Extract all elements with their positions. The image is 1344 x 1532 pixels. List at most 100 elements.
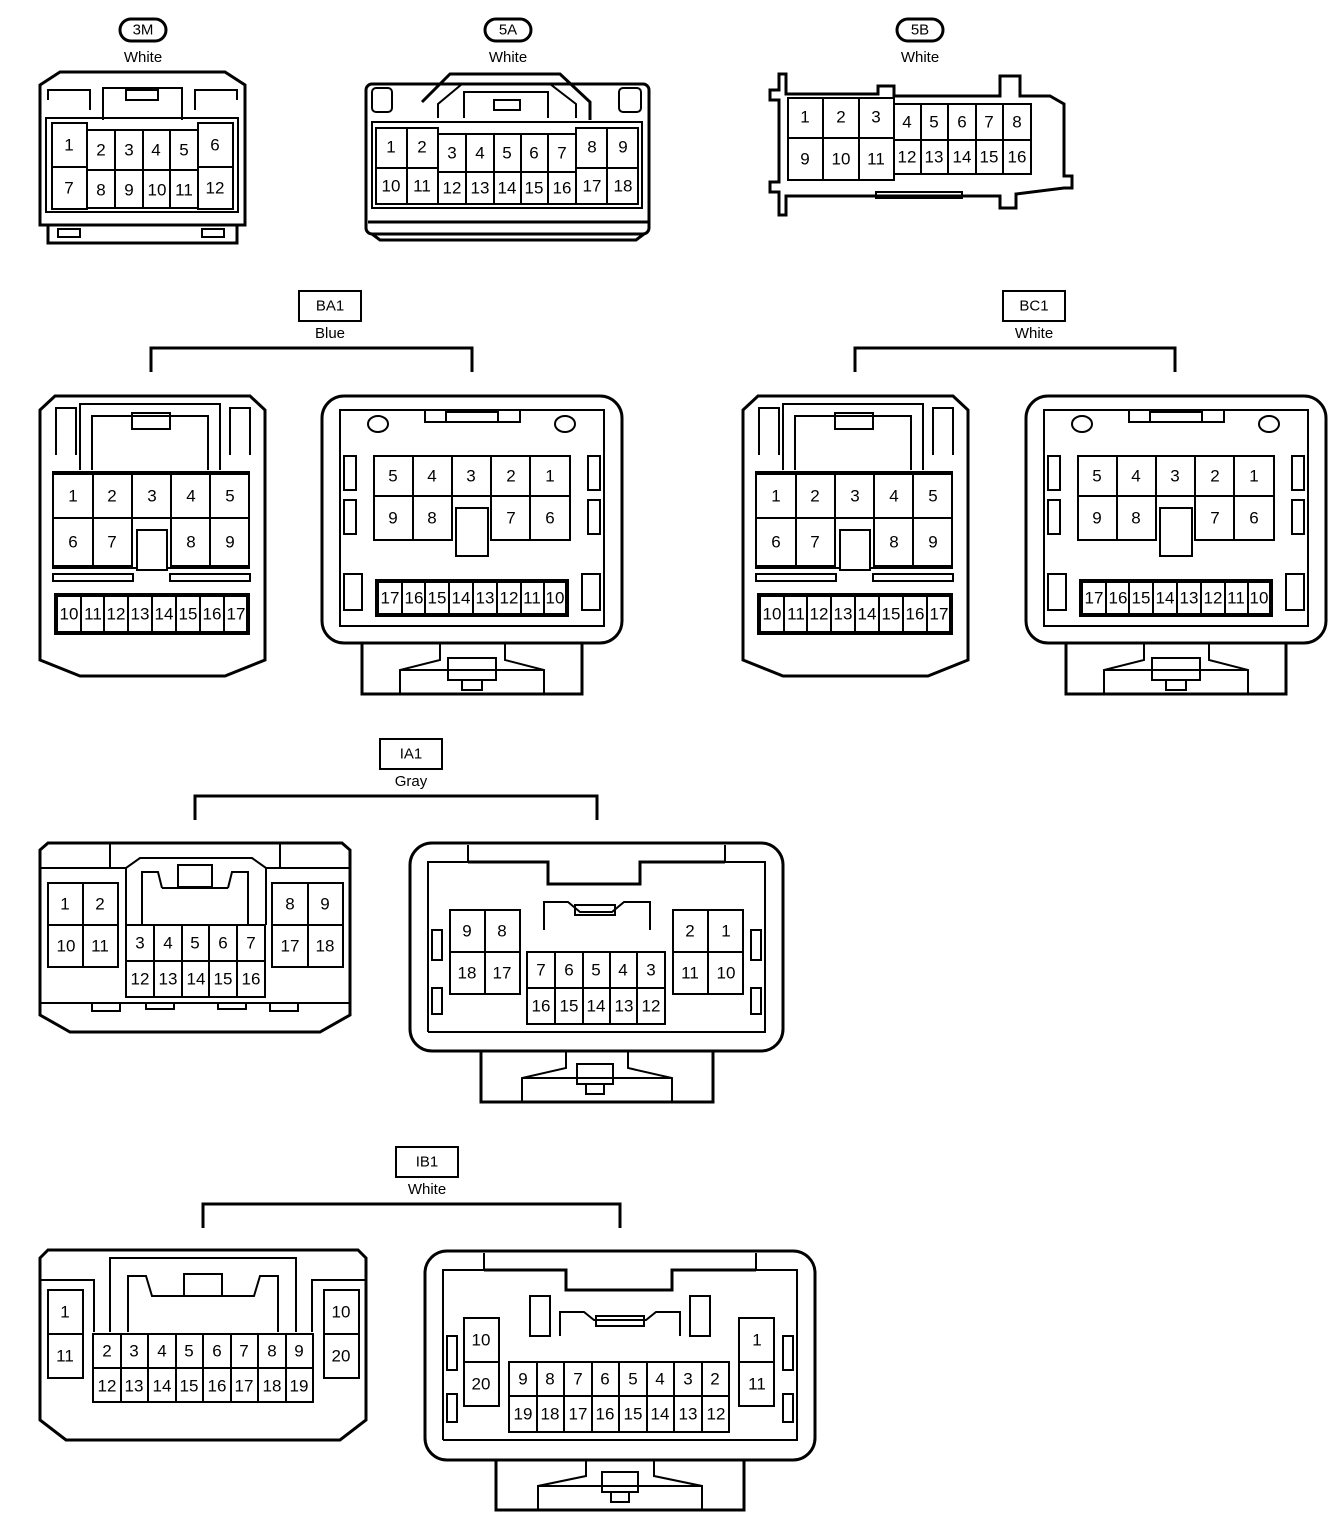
pin-label: 2 [710,1370,719,1389]
pin-label: 5 [591,961,600,980]
pin-label: 2 [685,922,694,941]
connector-color: White [124,49,162,66]
pin-label: 8 [545,1370,554,1389]
pin-label: 7 [506,509,515,528]
connector-ba1-female: 5 4 3 2 1 9 8 7 6 17 16 15 14 13 12 11 1… [320,394,624,696]
pin-label: 4 [151,141,160,160]
pin-label: 9 [124,181,133,200]
pin-label: 2 [836,108,845,127]
pin-label: 6 [212,1342,221,1361]
pin-label: 5 [184,1342,193,1361]
pin-grid: 1 2 10 11 8 9 17 18 3 4 5 6 7 12 13 14 1… [47,882,344,998]
pin-label: 6 [600,1370,609,1389]
pin-label: 13 [834,605,853,624]
pin-label: 10 [472,1331,491,1350]
pin-label: 4 [427,467,436,486]
pin-label: 1 [800,108,809,127]
pin-label: 5 [1092,467,1101,486]
pin-label: 7 [107,533,116,552]
pin-label: 12 [1204,589,1223,608]
pin-label: 7 [64,179,73,198]
connector-housing [320,394,624,645]
connector-bc1-male: 1 2 3 4 5 6 7 8 9 10 11 12 13 14 15 16 1… [741,394,970,678]
pin-label: 12 [500,589,519,608]
pin-label: 2 [810,487,819,506]
pin-label: 1 [60,895,69,914]
pin-label: 15 [980,148,999,167]
pin-label: 3 [1170,467,1179,486]
pin-label: 17 [235,1377,254,1396]
connector-housing [1024,394,1328,645]
pin-label: 2 [417,138,426,157]
pin-label: 7 [536,961,545,980]
pin-label: 8 [96,181,105,200]
pin-label: 8 [587,138,596,157]
connector-label-badge [483,17,533,43]
pin-label: 3 [683,1370,692,1389]
pin-label: 14 [187,970,206,989]
pin-label: 3 [466,467,475,486]
connector-bc1: BC1 White 1 2 3 4 5 6 7 8 9 10 [741,290,1328,696]
pin-label: 14 [153,1377,172,1396]
pin-label: 15 [525,179,544,198]
pin-label: 5 [628,1370,637,1389]
pin-label: 3 [646,961,655,980]
connector-label-box [1002,290,1066,322]
pin-label: 9 [928,533,937,552]
pin-label: 5 [928,487,937,506]
pin-label: 3 [147,487,156,506]
connector-label-badge [118,17,168,43]
pin-grid: 5 4 3 2 1 9 8 7 6 17 16 15 14 13 12 11 1… [373,455,571,615]
pin-label: 14 [651,1405,670,1424]
pin-label: 1 [64,136,73,155]
pin-label: 4 [475,144,484,163]
connector-label: IB1 [416,1154,439,1171]
bracket [149,346,474,372]
pin-label: 6 [210,136,219,155]
pin-label: 14 [953,148,972,167]
pin-label: 17 [583,177,602,196]
pin-label: 18 [458,964,477,983]
pin-label: 11 [681,964,699,983]
connector-label: 3M [133,22,154,39]
connector-color: White [408,1181,446,1198]
pin-label: 13 [131,605,150,624]
pin-label: 13 [125,1377,144,1396]
pin-label: 18 [263,1377,282,1396]
connector-color: White [1015,325,1053,342]
pin-label: 17 [1085,589,1104,608]
pin-label: 7 [573,1370,582,1389]
pin-label: 8 [186,533,195,552]
pin-label: 5 [502,144,511,163]
pin-label: 17 [930,605,949,624]
pin-label: 4 [157,1342,166,1361]
pin-label: 6 [545,509,554,528]
pin-label: 6 [1249,509,1258,528]
pin-label: 15 [624,1405,643,1424]
pin-label: 10 [57,937,76,956]
pin-label: 9 [518,1370,527,1389]
pin-label: 7 [246,934,255,953]
pin-grid: 1 2 3 4 5 6 7 8 9 10 11 12 13 14 15 16 1… [755,473,953,633]
pin-label: 8 [267,1342,276,1361]
pin-grid: 5 4 3 2 1 9 8 7 6 17 16 15 14 13 12 11 1… [1077,455,1275,615]
connector-label: 5A [499,22,517,39]
connector-housing [741,394,970,678]
connector-housing [768,72,1074,217]
pin-label: 15 [428,589,447,608]
pin-label: 6 [771,533,780,552]
pin-label: 1 [545,467,554,486]
pin-label: 15 [180,1377,199,1396]
pin-label: 11 [787,605,805,624]
pin-label: 11 [413,177,431,196]
pin-label: 9 [618,138,627,157]
pin-grid: 10 20 1 11 9 8 7 6 5 4 3 2 19 18 17 16 1… [463,1317,775,1433]
pin-label: 2 [102,1342,111,1361]
pin-label: 19 [290,1377,309,1396]
connector-label-badge [895,17,945,43]
pin-label: 17 [227,605,246,624]
pin-label: 2 [506,467,515,486]
pin-label: 11 [175,181,193,200]
pin-label: 7 [239,1342,248,1361]
pin-label: 6 [564,961,573,980]
